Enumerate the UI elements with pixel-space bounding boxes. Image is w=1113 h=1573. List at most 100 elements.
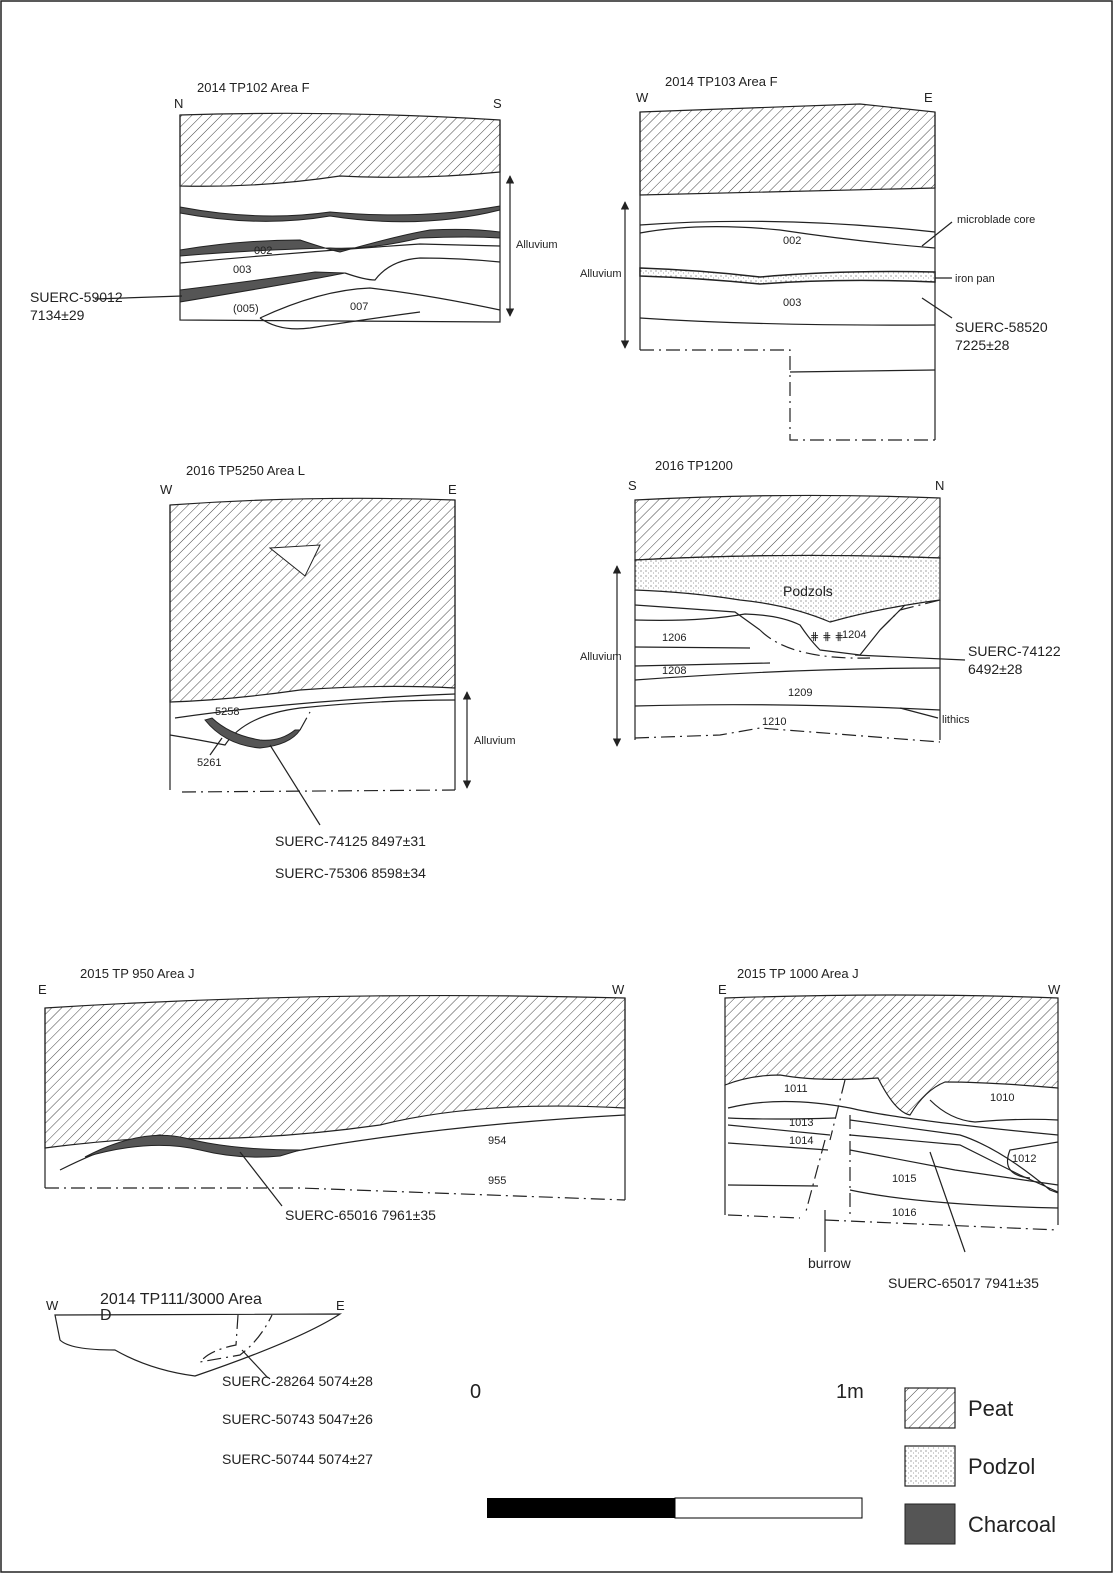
layer-label: 1015 — [892, 1173, 916, 1185]
scale-bar: 0 1m — [470, 1381, 864, 1519]
alluvium-label: Alluvium — [516, 239, 558, 251]
peat-layer — [169, 497, 456, 703]
annotation: lithics — [942, 714, 970, 726]
charcoal-lens — [179, 228, 501, 257]
scale-start: 0 — [470, 1381, 481, 1403]
sample-date: 7134±29 — [30, 307, 85, 323]
sample-label: SUERC-75306 8598±34 — [275, 865, 426, 881]
annotation: microblade core — [957, 214, 1035, 226]
layer-label: 003 — [783, 297, 801, 309]
alluvium-label: Alluvium — [580, 268, 622, 280]
section-tp1200: 2016 TP1200 S N Podzols ⋕ ⋕ ⋕ 1206 1204 … — [580, 458, 1061, 747]
legend-swatch-peat — [904, 1387, 956, 1429]
layer-label: 1013 — [789, 1117, 813, 1129]
sample-label: SUERC-28264 5074±28 — [222, 1373, 373, 1389]
layer-label: 007 — [350, 301, 368, 313]
layer-label: 1210 — [762, 716, 786, 728]
orientation-right: E — [336, 1298, 345, 1313]
sample-label: SUERC-50744 5074±27 — [222, 1451, 373, 1467]
legend-swatch-charcoal — [904, 1503, 956, 1545]
scale-end: 1m — [836, 1381, 864, 1403]
layer-label: 1012 — [1012, 1153, 1036, 1165]
layer-label: 003 — [233, 264, 251, 276]
section-title: 2016 TP5250 Area L — [186, 463, 305, 478]
layer-label: 1014 — [789, 1135, 813, 1147]
layer-label: (005) — [233, 303, 259, 315]
peat-layer — [639, 103, 936, 196]
section-tp102: 2014 TP102 Area F N S 002 003 (005) 007 … — [30, 80, 558, 330]
layer-label: 1208 — [662, 665, 686, 677]
orientation-left: E — [38, 982, 47, 997]
annotation: iron pan — [955, 273, 995, 285]
alluvium-label: Alluvium — [474, 735, 516, 747]
sample-label: SUERC-74125 8497±31 — [275, 833, 426, 849]
layer-label: 1206 — [662, 632, 686, 644]
orientation-right: W — [612, 982, 625, 997]
legend-label: Peat — [968, 1396, 1013, 1421]
scale-black-segment — [487, 1498, 675, 1518]
orientation-right: E — [448, 482, 457, 497]
scale-white-segment — [674, 1497, 863, 1519]
orientation-right: N — [935, 478, 944, 493]
sample-label: SUERC-50743 5047±26 — [222, 1411, 373, 1427]
podzol-layer — [634, 554, 941, 623]
layer-label: 955 — [488, 1175, 506, 1187]
layer-label: 5261 — [197, 757, 221, 769]
section-tp103: 2014 TP103 Area F W E 002 003 Alluvium m… — [580, 74, 1048, 441]
layer-label: 1011 — [784, 1083, 808, 1095]
orientation-left: W — [636, 90, 649, 105]
legend-label: Podzol — [968, 1454, 1035, 1479]
sample-label: SUERC-65016 7961±35 — [285, 1207, 436, 1223]
sample-label: SUERC-74122 — [968, 643, 1061, 659]
charcoal-lens — [204, 717, 301, 749]
peat-layer — [724, 994, 1059, 1116]
layer-label: 002 — [783, 235, 801, 247]
podzol-label: Podzols — [783, 583, 833, 599]
orientation-left: W — [46, 1298, 59, 1313]
section-tp5250: 2016 TP5250 Area L W E 5258 5261 Alluviu… — [160, 463, 516, 881]
section-title: 2015 TP 1000 Area J — [737, 966, 859, 981]
sample-label: SUERC-59012 — [30, 289, 123, 305]
sample-date: 7225±28 — [955, 337, 1010, 353]
iron-pan-layer — [639, 267, 936, 285]
layer-label: 954 — [488, 1135, 506, 1147]
section-tp111: 2014 TP111/3000 Area D W E SUERC-28264 5… — [46, 1291, 373, 1467]
stone — [268, 544, 321, 577]
sample-label: SUERC-58520 — [955, 319, 1048, 335]
section-tp950: 2015 TP 950 Area J E W 954 955 SUERC-650… — [38, 966, 626, 1223]
charcoal-lens — [84, 1134, 301, 1158]
sample-label: SUERC-65017 7941±35 — [888, 1275, 1039, 1291]
orientation-right: E — [924, 90, 933, 105]
legend-label: Charcoal — [968, 1512, 1056, 1537]
alluvium-label: Alluvium — [580, 651, 622, 663]
peat-layer — [179, 112, 501, 187]
charcoal-lens — [179, 205, 501, 223]
legend: Peat Podzol Charcoal — [904, 1387, 1056, 1545]
orientation-right: S — [493, 96, 502, 111]
orientation-right: W — [1048, 982, 1061, 997]
section-title: 2014 TP103 Area F — [665, 74, 778, 89]
section-tp1000: 2015 TP 1000 Area J E W 1011 1010 1013 1… — [718, 966, 1061, 1291]
layer-label: 1016 — [892, 1207, 916, 1219]
orientation-left: S — [628, 478, 637, 493]
orientation-left: E — [718, 982, 727, 997]
section-title: 2015 TP 950 Area J — [80, 966, 194, 981]
sample-date: 6492±28 — [968, 661, 1023, 677]
orientation-left: N — [174, 96, 183, 111]
section-title: 2014 TP102 Area F — [197, 80, 310, 95]
section-title: 2014 TP111/3000 Area — [100, 1291, 262, 1308]
peat-layer — [44, 994, 626, 1149]
layer-label: 1209 — [788, 687, 812, 699]
section-title-cont: D — [100, 1307, 112, 1324]
layer-label: 1010 — [990, 1092, 1014, 1104]
charcoal-lens — [179, 271, 346, 303]
section-title: 2016 TP1200 — [655, 458, 733, 473]
layer-label: 1204 — [842, 629, 866, 641]
peat-layer — [634, 494, 941, 561]
lithic-cluster-icon: ⋕ ⋕ ⋕ — [810, 631, 844, 643]
layer-label: 002 — [254, 245, 272, 257]
legend-swatch-podzol — [904, 1445, 956, 1487]
